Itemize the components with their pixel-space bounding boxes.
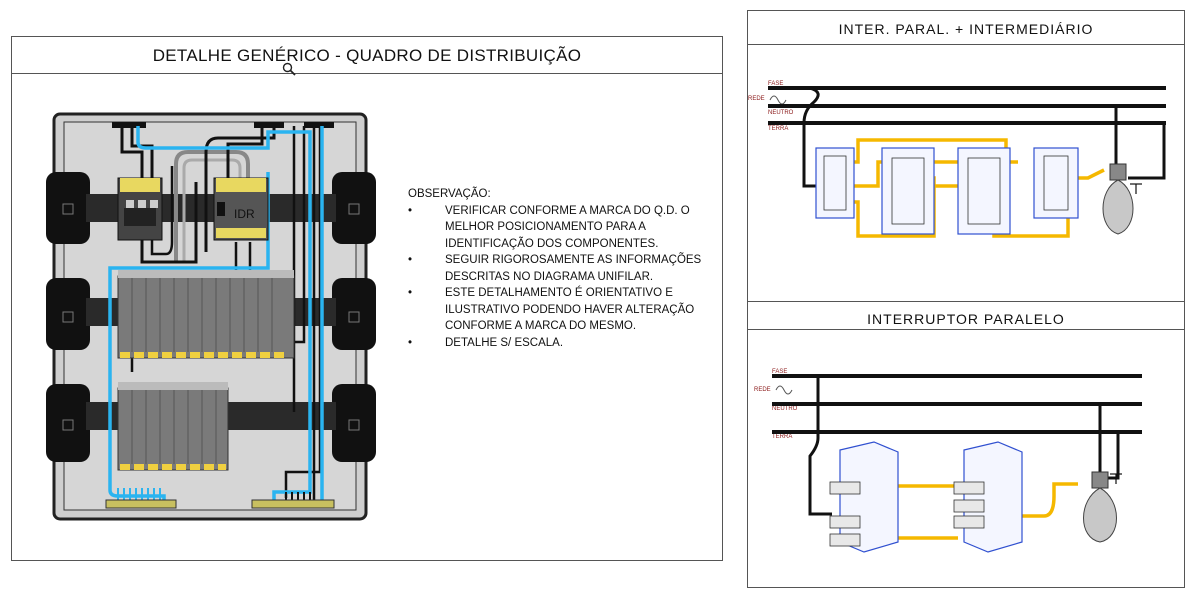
note-item: • VERIFICAR CONFORME A MARCA DO Q.D. O M… (408, 203, 728, 253)
note-line: MELHOR POSICIONAMENTO PARA A (445, 221, 646, 233)
note-line: DESCRITAS NO DIAGRAMA UNIFILAR. (445, 270, 654, 283)
note-item: • ESTE DETALHAMENTO É ORIENTATIVO E ILUS… (408, 285, 728, 335)
distribution-board-drawing: IDR (46, 112, 376, 521)
note-item: • DETALHE S/ ESCALA. (408, 335, 728, 352)
divider (748, 329, 1184, 330)
idr-label: IDR (234, 207, 255, 221)
bottom-diagram-title: INTERRUPTOR PARALELO (867, 311, 1065, 327)
notes-heading: OBSERVAÇÃO: (408, 188, 491, 200)
note-item: • SEGUIR RIGOROSAMENTE AS INFORMAÇÕES DE… (408, 252, 728, 285)
lamp-icon (1102, 163, 1134, 235)
switch-module (839, 441, 1023, 553)
main-breaker (117, 177, 163, 241)
parallel-intermediate-wiring-diagram: FASE REDE NEUTRO TERRA (748, 81, 1166, 238)
label-terra: TERRA (768, 126, 788, 132)
label-neutro: NEUTRO (768, 110, 794, 116)
hinge-left (46, 172, 90, 462)
idr-device (213, 177, 269, 241)
parallel-switch-wiring-diagram: FASE REDE NEUTRO TERRA (754, 369, 1142, 553)
breaker-row-2 (117, 382, 229, 471)
bullet: • (408, 204, 413, 217)
label-fase: FASE (772, 369, 787, 375)
magnifier-icon[interactable] (282, 62, 296, 76)
label-terra: TERRA (772, 434, 792, 440)
label-neutro: NEUTRO (772, 406, 798, 412)
note-line: DETALHE S/ ESCALA. (445, 336, 564, 349)
note-line: CONFORME A MARCA DO MESMO. (445, 320, 637, 332)
observation-notes: OBSERVAÇÃO: • VERIFICAR CONFORME A MARCA… (408, 186, 728, 351)
bullet: • (408, 336, 413, 349)
divider (748, 301, 1184, 302)
label-fase: FASE (768, 81, 783, 87)
note-line: ILUSTRATIVO PODENDO HAVER ALTERAÇÃO (445, 303, 695, 316)
switch-module (815, 147, 1079, 235)
bullet: • (408, 287, 413, 299)
note-line: SEGUIR RIGOROSAMENTE AS INFORMAÇÕES (445, 254, 702, 266)
label-rede: REDE (748, 96, 765, 102)
note-line: ESTE DETALHAMENTO É ORIENTATIVO E (445, 287, 673, 299)
label-rede: REDE (754, 387, 771, 393)
hinge-right (332, 172, 376, 462)
top-diagram-title: INTER. PARAL. + INTERMEDIÁRIO (748, 11, 1184, 45)
note-line: IDENTIFICAÇÃO DOS COMPONENTES. (445, 237, 659, 250)
bullet: • (408, 254, 413, 266)
breaker-row-1 (117, 270, 295, 359)
note-line: VERIFICAR CONFORME A MARCA DO Q.D. O (445, 204, 690, 217)
lamp-icon (1083, 471, 1117, 543)
panel-title: DETALHE GENÉRICO - QUADRO DE DISTRIBUIÇÃ… (12, 37, 722, 74)
